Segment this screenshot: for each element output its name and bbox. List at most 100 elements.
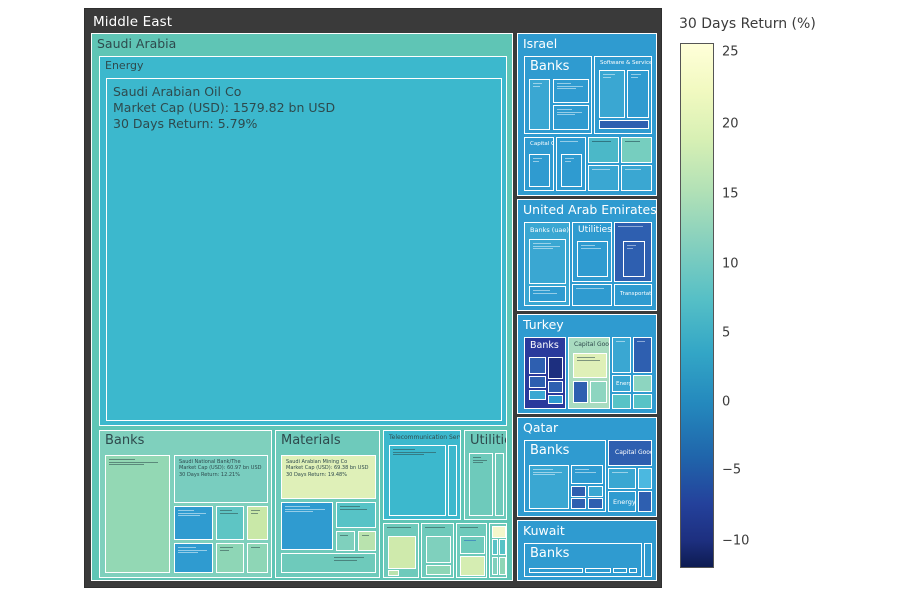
sector-israel-banks[interactable]: Banks <box>524 56 592 134</box>
company-tile[interactable] <box>548 381 563 393</box>
company-tile[interactable] <box>174 543 213 573</box>
country-qatar[interactable]: Qatar Banks Capital Goods <box>517 417 657 517</box>
country-kuwait[interactable]: Kuwait Banks <box>517 520 657 581</box>
company-tile[interactable] <box>448 445 457 516</box>
sector-qatar-small-1[interactable] <box>608 468 636 489</box>
sector-israel-small-3[interactable] <box>621 137 652 163</box>
sector-israel-small-2[interactable] <box>588 137 619 163</box>
company-tile[interactable] <box>388 570 399 576</box>
sector-israel-small-5[interactable] <box>621 165 652 191</box>
company-tile[interactable] <box>599 70 625 118</box>
company-tile[interactable] <box>529 286 566 302</box>
sector-uae-small-2[interactable] <box>572 284 612 306</box>
company-tile[interactable] <box>174 506 213 540</box>
company-tile[interactable] <box>588 486 603 497</box>
country-israel[interactable]: Israel Banks Software & Services <box>517 33 657 196</box>
company-tile[interactable] <box>553 79 589 103</box>
company-tile[interactable] <box>247 506 268 540</box>
company-tile[interactable] <box>499 539 506 555</box>
company-tile[interactable] <box>281 502 333 550</box>
company-saudi-arabian-mining-co[interactable]: Saudi Arabian Mining Co Market Cap (USD)… <box>281 455 376 499</box>
sector-saudi-energy[interactable]: Energy Saudi Arabian Oil Co Market Cap (… <box>99 56 507 426</box>
sector-uae-utilities[interactable]: Utilities <box>572 222 612 282</box>
company-tile[interactable] <box>460 536 485 554</box>
sector-turkey-banks[interactable]: Banks <box>524 337 566 409</box>
company-tile[interactable] <box>629 568 637 573</box>
company-tile[interactable] <box>627 70 649 118</box>
sector-saudi-small-2[interactable] <box>421 523 454 578</box>
sector-qatar-banks[interactable]: Banks <box>524 440 606 512</box>
country-united-arab-emirates[interactable]: United Arab Emirates Banks (uae) Utiliti… <box>517 199 657 311</box>
company-tile[interactable] <box>613 568 627 573</box>
sector-uae-banks[interactable]: Banks (uae) <box>524 222 570 306</box>
sector-qatar-energy[interactable]: Energy <box>608 491 636 512</box>
company-tile[interactable] <box>358 531 376 551</box>
sector-turkey-small-3[interactable] <box>633 375 652 392</box>
company-tile[interactable] <box>599 120 649 129</box>
company-saudi-telecom-co[interactable] <box>389 445 446 516</box>
company-tile[interactable] <box>426 536 451 563</box>
company-saudi-arabian-oil-co[interactable]: Saudi Arabian Oil Co Market Cap (USD): 1… <box>106 78 502 421</box>
company-tile[interactable] <box>590 381 607 403</box>
company-tile[interactable] <box>216 506 244 540</box>
company-al-rajhi-bank[interactable] <box>105 455 170 573</box>
company-tile[interactable] <box>469 453 493 516</box>
company-tile[interactable] <box>573 353 607 378</box>
sector-saudi-utilities[interactable]: Utilities <box>464 430 507 520</box>
sector-turkey-small-1[interactable] <box>612 337 631 373</box>
country-turkey[interactable]: Turkey Banks Capital Goods <box>517 314 657 414</box>
sector-saudi-materials[interactable]: Materials Saudi Arabian Mining Co Market… <box>275 430 380 578</box>
sector-kuwait-banks[interactable]: Banks <box>524 543 642 577</box>
company-tile[interactable] <box>553 105 589 130</box>
company-tile[interactable] <box>585 568 611 573</box>
sector-turkey-small-2[interactable] <box>633 337 652 373</box>
sector-qatar-small-2[interactable] <box>638 468 652 489</box>
company-tile[interactable] <box>529 390 546 400</box>
sector-saudi-small-3[interactable] <box>456 523 487 578</box>
company-tile[interactable] <box>492 526 506 538</box>
company-tile[interactable] <box>426 565 451 575</box>
sector-israel-small-4[interactable] <box>588 165 619 191</box>
company-tile[interactable] <box>529 239 566 284</box>
company-tile[interactable] <box>588 498 603 509</box>
sector-kuwait-small-1[interactable] <box>644 543 652 577</box>
sector-uae-small-1[interactable] <box>614 222 652 282</box>
sector-saudi-telecom[interactable]: Telecommunication Services <box>383 430 461 520</box>
company-tile[interactable] <box>571 465 603 484</box>
company-tile[interactable] <box>492 557 498 575</box>
company-tile[interactable] <box>529 568 583 573</box>
sector-qatar-capital-goods[interactable]: Capital Goods <box>608 440 652 466</box>
sector-israel-software-services[interactable]: Software & Services <box>594 56 652 134</box>
company-tile[interactable] <box>548 395 563 404</box>
company-tile[interactable] <box>529 465 569 509</box>
sector-saudi-banks[interactable]: Banks Saudi National Bank/The Market Cap… <box>99 430 272 578</box>
sector-turkey-small-5[interactable] <box>633 394 652 409</box>
company-tile[interactable] <box>281 553 376 573</box>
company-tile[interactable] <box>460 556 485 576</box>
company-tile[interactable] <box>499 557 506 575</box>
company-tile[interactable] <box>492 539 498 555</box>
sector-israel-small-1[interactable] <box>556 137 586 191</box>
company-tile[interactable] <box>577 241 608 277</box>
sector-israel-capital-goods[interactable]: Capital Goods <box>524 137 554 191</box>
sector-saudi-small-4[interactable] <box>489 523 507 578</box>
country-saudi-arabia[interactable]: Saudi Arabia Energy Saudi Arabian Oil Co… <box>91 33 513 581</box>
company-tile[interactable] <box>529 357 546 374</box>
company-tile[interactable] <box>388 536 416 569</box>
company-tile[interactable] <box>573 381 588 403</box>
company-tile[interactable] <box>561 154 582 187</box>
sector-turkey-capital-goods[interactable]: Capital Goods <box>568 337 610 409</box>
company-tile[interactable] <box>529 79 550 130</box>
sector-saudi-small-1[interactable] <box>383 523 419 578</box>
company-tile[interactable] <box>623 241 645 277</box>
company-tile[interactable] <box>216 543 244 573</box>
sector-uae-transportation[interactable]: Transportation <box>614 284 652 306</box>
sector-turkey-energy[interactable]: Energy <box>612 375 631 392</box>
sector-qatar-small-3[interactable] <box>638 491 652 512</box>
company-tile[interactable] <box>571 486 586 497</box>
company-tile[interactable] <box>336 502 376 528</box>
company-tile[interactable] <box>247 543 268 573</box>
sector-turkey-small-4[interactable] <box>612 394 631 409</box>
company-tile[interactable] <box>495 453 504 516</box>
company-saudi-national-bank[interactable]: Saudi National Bank/The Market Cap (USD)… <box>174 455 268 503</box>
